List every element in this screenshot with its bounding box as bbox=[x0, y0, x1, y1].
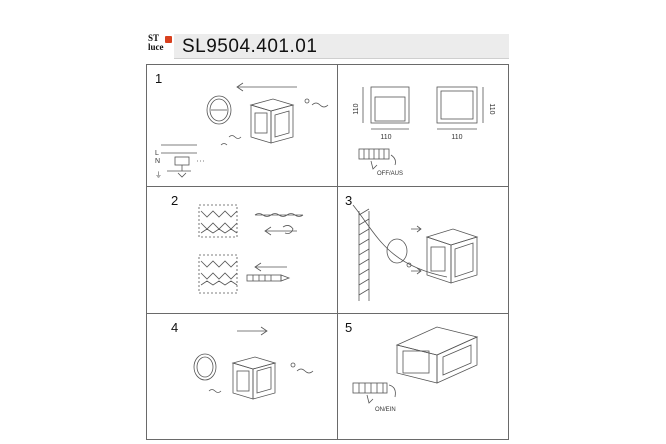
front-view-dimension-drawing bbox=[362, 86, 410, 130]
brand-logo-text: ST luce bbox=[148, 34, 164, 52]
front-height-dimension: 110 bbox=[353, 103, 360, 114]
panel-2-drawing bbox=[193, 204, 479, 404]
panel-1-drawing bbox=[161, 82, 484, 178]
step-4-number: 4 bbox=[171, 320, 179, 335]
panel-5-drawing bbox=[352, 326, 479, 404]
terminal-block-icon bbox=[358, 148, 396, 170]
terminal-label-l: L bbox=[155, 150, 159, 157]
screw-icon bbox=[208, 389, 222, 393]
grid-divider-row-1 bbox=[147, 186, 508, 187]
side-height-dimension: 110 bbox=[488, 103, 495, 114]
screw-anchor-icon bbox=[246, 274, 291, 282]
model-bar: SL9504.401.01 bbox=[174, 34, 509, 59]
wiring-diagram bbox=[161, 144, 205, 178]
terminal-label-earth: ⏚ bbox=[155, 171, 162, 179]
arrow-left-head-icon bbox=[236, 82, 244, 92]
screw-head-icon bbox=[406, 262, 412, 268]
arrow-left-head-icon bbox=[264, 226, 272, 236]
side-width-dimension: 110 bbox=[451, 134, 462, 141]
logo-accent-mark bbox=[165, 36, 172, 43]
step-2-number: 2 bbox=[171, 193, 179, 208]
mounting-plate-icon bbox=[386, 238, 408, 264]
panel-4-drawing bbox=[193, 326, 314, 400]
terminal-label-n: N bbox=[155, 158, 160, 165]
wall-plug-icon bbox=[282, 225, 294, 234]
grid-divider-row-2 bbox=[147, 313, 508, 314]
side-view-dimension-drawing bbox=[436, 86, 484, 130]
wall-pattern-top bbox=[198, 204, 238, 238]
arrow-right-head-icon bbox=[260, 326, 268, 336]
front-width-dimension: 110 bbox=[380, 134, 391, 141]
arrow-left-head-icon bbox=[254, 262, 262, 272]
off-label: OFF/AUS bbox=[377, 171, 403, 177]
mounting-plate-icon bbox=[193, 353, 217, 381]
lamp-cube-icon bbox=[231, 356, 277, 400]
grid-divider-vertical bbox=[337, 65, 338, 439]
step-3-number: 3 bbox=[345, 193, 353, 208]
screw-icon bbox=[296, 368, 314, 374]
instruction-grid: 1 2 3 4 5 bbox=[146, 64, 509, 440]
on-label: ON/EIN bbox=[375, 407, 396, 413]
wall-section-hatched bbox=[358, 208, 370, 301]
step-1-number: 1 bbox=[155, 71, 163, 86]
logo-line-1: ST bbox=[148, 33, 160, 43]
lamp-cube-icon bbox=[249, 98, 295, 144]
screw-icon bbox=[411, 267, 422, 275]
drill-bit-icon bbox=[254, 213, 304, 217]
wall-pattern-bottom bbox=[198, 254, 238, 294]
cable-icon bbox=[352, 204, 448, 278]
step-5-number: 5 bbox=[345, 320, 353, 335]
instruction-drawings: L N ⏚ 110 110 110 110 OFF/AUS ON/EIN bbox=[155, 82, 495, 413]
brand-logo: ST luce bbox=[148, 34, 174, 60]
lamp-cube-icon bbox=[425, 228, 479, 284]
document-header: ST luce SL9504.401.01 bbox=[148, 32, 509, 62]
lamp-perspective-icon bbox=[395, 326, 479, 384]
screw-icon bbox=[411, 225, 422, 233]
logo-line-2: luce bbox=[148, 42, 164, 52]
panel-3-drawing bbox=[352, 204, 479, 301]
screw-icon bbox=[220, 98, 329, 146]
mounting-plate-icon bbox=[206, 95, 232, 125]
model-number: SL9504.401.01 bbox=[182, 36, 318, 57]
screw-head-icon bbox=[290, 362, 296, 368]
terminal-block-icon bbox=[352, 382, 396, 404]
